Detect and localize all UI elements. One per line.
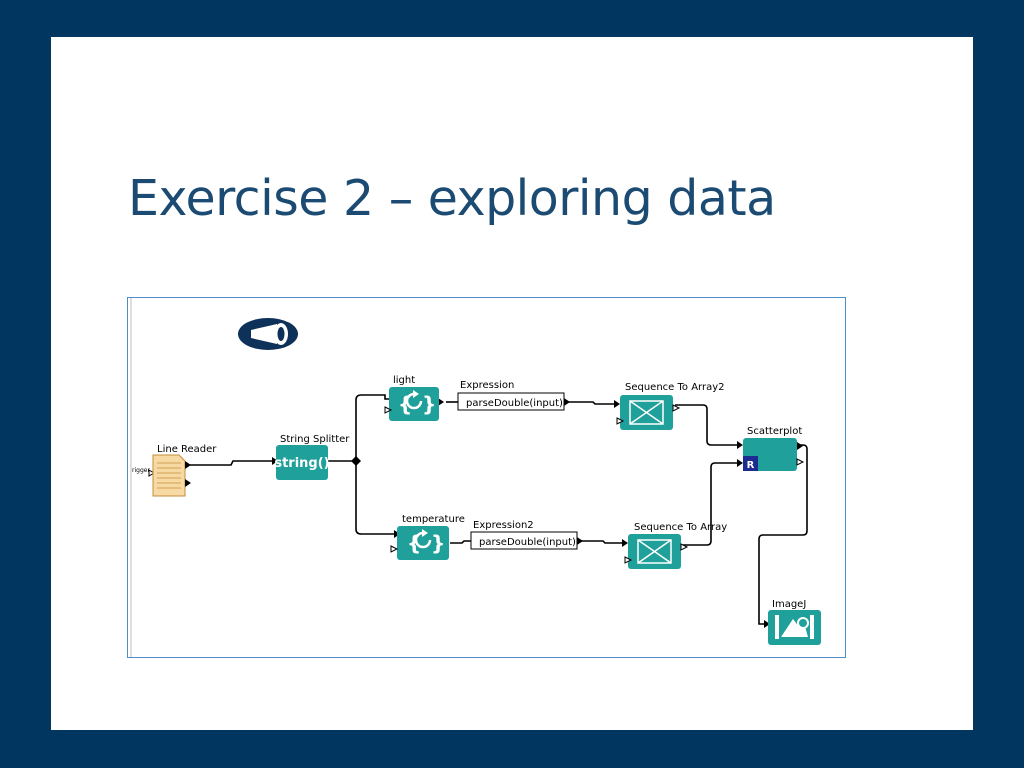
expression2-label: Expression2 [473,520,534,531]
temperature-actor[interactable]: temperature { } [390,514,465,560]
bowtie-icon [637,539,672,564]
expression-label: Expression [460,380,514,391]
string-splitter-text: string() [274,456,329,471]
sequence-to-array-label: Sequence To Array [634,522,727,533]
scatterplot-label: Scatterplot [747,426,802,437]
workflow-diagram: Line Reader rigger String Splitter strin… [127,297,846,658]
bowtie-icon [629,400,664,425]
sequence-to-array[interactable]: Sequence To Array [624,522,727,569]
connections [190,394,808,628]
sdf-director-icon [238,318,298,350]
string-splitter[interactable]: String Splitter string() [274,434,350,480]
svg-text:}: } [422,392,436,416]
expression2-text: parseDouble(input) [479,537,576,548]
sequence-to-array2-label: Sequence To Array2 [625,382,725,393]
imagej[interactable]: ImageJ [768,599,821,645]
trigger-input-port[interactable] [148,469,155,477]
image-icon [775,615,814,639]
temperature-label: temperature [402,514,465,525]
expression-actor[interactable]: Expression parseDouble(input) [457,380,570,411]
line-reader-end-port[interactable] [185,479,191,487]
line-reader[interactable]: Line Reader rigger [132,444,217,497]
line-reader-output-port[interactable] [185,461,191,469]
document-icon [152,454,186,497]
diagram-frame [127,297,846,658]
expression2-actor[interactable]: Expression2 parseDouble(input) [470,520,583,550]
refresh-icon: { } [407,529,445,555]
sdf-director[interactable] [238,318,298,350]
refresh-icon: { } [398,390,436,416]
sequence-to-array2[interactable]: Sequence To Array2 [616,382,725,430]
expression-text: parseDouble(input) [466,398,563,409]
line-reader-label: Line Reader [157,444,217,455]
r-badge [743,456,758,471]
string-splitter-label: String Splitter [280,434,350,445]
imagej-label: ImageJ [772,599,806,610]
light-label: light [393,375,415,386]
light-actor[interactable]: light { } [384,375,439,421]
line-reader-trigger-port-label: rigger [132,467,150,474]
svg-text:}: } [431,531,445,555]
slide-title: Exercise 2 – exploring data [128,170,776,227]
scatterplot[interactable]: Scatterplot R [743,426,805,471]
scatterplot-badge: R [747,460,755,471]
